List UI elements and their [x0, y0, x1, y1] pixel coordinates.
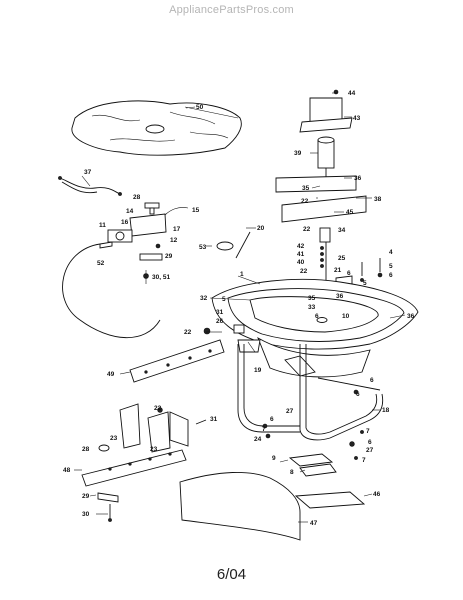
- callout-5b: 5: [363, 280, 367, 287]
- callout-26: 26: [216, 318, 224, 325]
- callout-6b: 6: [347, 270, 351, 277]
- callout-5a: 5: [389, 263, 393, 270]
- part-pin: [235, 231, 251, 259]
- callout-25: 25: [338, 255, 346, 262]
- callout-47: 47: [310, 520, 318, 527]
- callout-6a: 6: [389, 272, 393, 279]
- callout-21: 21: [334, 267, 342, 274]
- callout-39: 39: [294, 150, 302, 157]
- callout-6f: 6: [270, 416, 274, 423]
- callout-17: 17: [173, 226, 181, 233]
- part-left-bushings: [203, 324, 261, 353]
- leader-lines: [74, 92, 406, 523]
- callout-30a: 30, 51: [152, 274, 170, 281]
- callout-22a: 22: [301, 198, 309, 205]
- callout-48: 48: [63, 467, 71, 474]
- callout-36c: 36: [407, 313, 415, 320]
- callout-30b: 30: [82, 511, 90, 518]
- callout-36b: 36: [336, 293, 344, 300]
- callout-37: 37: [84, 169, 92, 176]
- callout-7a: 7: [262, 426, 266, 433]
- callout-9: 9: [272, 455, 276, 462]
- part-cover: [71, 100, 242, 156]
- callout-23a: 23: [110, 435, 118, 442]
- callout-31a: 31: [216, 309, 224, 316]
- callout-44: 44: [348, 90, 356, 97]
- callout-36a: 36: [354, 175, 362, 182]
- part-hopper: [211, 278, 419, 378]
- callout-18: 18: [382, 407, 390, 414]
- callout-22d: 22: [184, 329, 192, 336]
- part-deflector: [179, 472, 301, 541]
- callout-49: 49: [107, 371, 115, 378]
- callout-11: 11: [99, 222, 106, 229]
- callout-27a: 27: [286, 408, 294, 415]
- callout-38: 38: [374, 196, 382, 203]
- callout-19: 19: [254, 367, 262, 374]
- callout-40: 40: [297, 259, 305, 266]
- callout-22b: 22: [303, 226, 311, 233]
- callout-10: 10: [342, 313, 350, 320]
- callout-28a: 28: [133, 194, 141, 201]
- part-frame-fasteners: [262, 389, 364, 460]
- callout-41: 41: [297, 251, 305, 258]
- part-motor-assembly: [275, 89, 367, 300]
- callout-29b: 29: [82, 493, 90, 500]
- part-frame: [237, 344, 384, 441]
- callout-35a: 35: [302, 185, 310, 192]
- callout-1: 1: [240, 271, 244, 278]
- callout-6c: 6: [315, 313, 319, 320]
- callout-32: 32: [200, 295, 208, 302]
- callout-23b: 23: [150, 446, 158, 453]
- callout-6d: 6: [370, 377, 374, 384]
- callout-45: 45: [346, 209, 354, 216]
- callout-labels: 50 44 43 39 37 35 36 38 22 45 22 34 28 1…: [63, 90, 415, 527]
- callout-16: 16: [121, 219, 129, 226]
- callout-46: 46: [373, 491, 381, 498]
- part-cable: [58, 175, 122, 196]
- callout-8: 8: [290, 469, 294, 476]
- callout-50: 50: [196, 104, 204, 111]
- callout-28b: 28: [82, 446, 90, 453]
- callout-12: 12: [170, 237, 178, 244]
- callout-6e: 6: [356, 391, 360, 398]
- callout-20: 20: [257, 225, 265, 232]
- callout-7b: 7: [366, 428, 370, 435]
- part-base-plate: [294, 491, 366, 509]
- callout-24: 24: [254, 436, 262, 443]
- callout-43: 43: [353, 115, 361, 122]
- callout-34: 34: [338, 227, 346, 234]
- callout-4: 4: [389, 249, 393, 256]
- callout-33: 33: [308, 304, 316, 311]
- watermark-text: AppliancePartsPros.com: [169, 4, 294, 16]
- callout-53: 53: [199, 244, 207, 251]
- callout-6g: 6: [368, 439, 372, 446]
- part-impeller: [288, 453, 337, 477]
- callout-5c: 5: [222, 296, 226, 303]
- part-brackets: [81, 403, 207, 522]
- callout-42: 42: [297, 243, 305, 250]
- callout-31b: 31: [210, 416, 218, 423]
- part-bar: [129, 339, 225, 383]
- part-washer: [216, 241, 234, 251]
- callout-22e: 22: [154, 405, 162, 412]
- callout-7c: 7: [362, 457, 366, 464]
- part-control-cluster: [62, 202, 189, 339]
- callout-35b: 35: [308, 295, 316, 302]
- callout-52: 52: [97, 260, 105, 267]
- footer-date-code: 6/04: [216, 566, 247, 583]
- callout-22c: 22: [300, 268, 308, 275]
- callout-15: 15: [192, 207, 200, 214]
- callout-14: 14: [126, 208, 134, 215]
- callout-29a: 29: [165, 253, 173, 260]
- callout-27b: 27: [366, 447, 374, 454]
